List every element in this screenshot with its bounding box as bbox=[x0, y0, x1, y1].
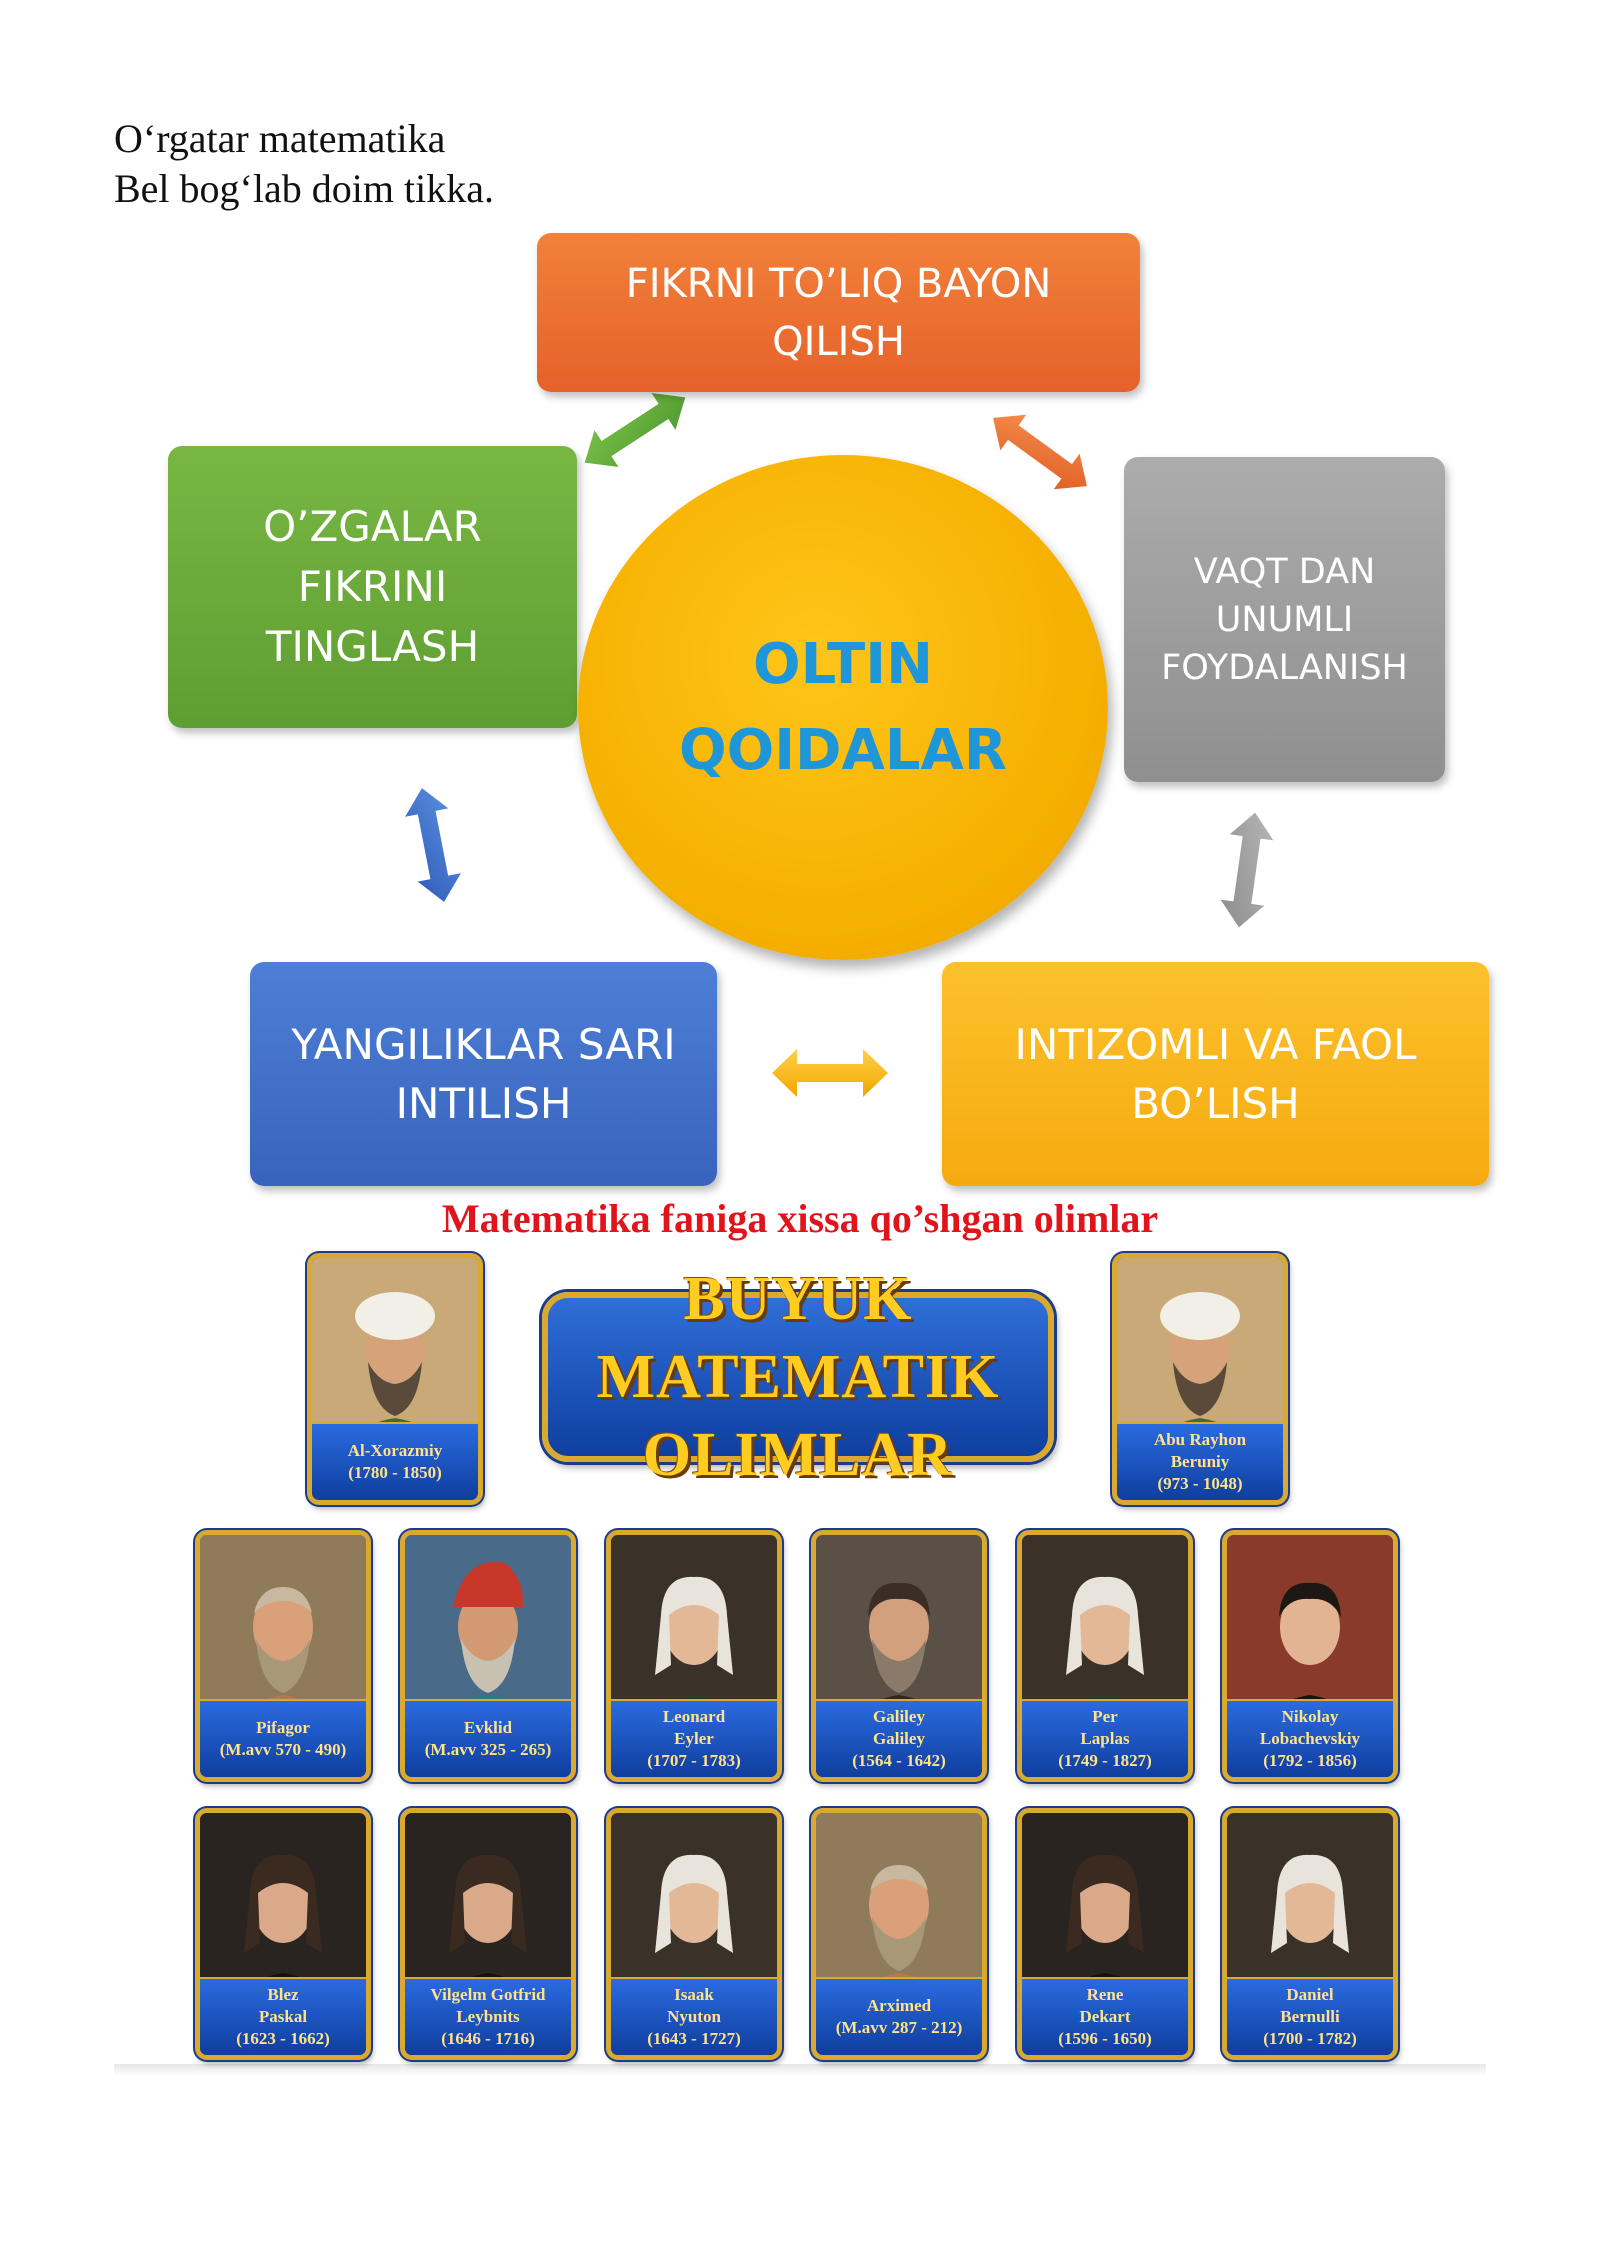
scientist-caption: Evklid (M.avv 325 - 265) bbox=[405, 1699, 571, 1777]
scientist-name: Beruniy bbox=[1170, 1452, 1230, 1471]
arrow-top-left bbox=[584, 393, 686, 467]
scientist-caption: Pifagor (M.avv 570 - 490) bbox=[200, 1699, 366, 1777]
scientist-name: Galiley bbox=[873, 1729, 925, 1748]
scientist-card: Evklid (M.avv 325 - 265) bbox=[400, 1530, 576, 1782]
scientist-name: Dekart bbox=[1079, 2007, 1131, 2026]
scientist-card: Al-Xorazmiy (1780 - 1850) bbox=[307, 1253, 483, 1505]
scientist-name: Arximed bbox=[866, 1996, 932, 2015]
scientist-years: (1564 - 1642) bbox=[852, 1751, 946, 1770]
poem-line-1: O‘rgatar matematika bbox=[114, 116, 446, 161]
scientist-name: Isaak bbox=[674, 1985, 714, 2004]
arrow-top-right bbox=[993, 414, 1087, 490]
scientist-years: (1643 - 1727) bbox=[647, 2029, 741, 2048]
scientist-years: (M.avv 325 - 265) bbox=[424, 1740, 552, 1759]
scientist-years: (M.avv 287 - 212) bbox=[835, 2018, 963, 2037]
scientist-caption: Al-Xorazmiy (1780 - 1850) bbox=[312, 1422, 478, 1500]
rule-box-right: VAQT DAN UNUMLI FOYDALANISH bbox=[1124, 457, 1445, 782]
poem-line-2: Bel bog‘lab doim tikka. bbox=[114, 166, 494, 211]
scientist-name: Nyuton bbox=[667, 2007, 721, 2026]
arrow-left-vertical bbox=[405, 788, 461, 902]
scientist-name: Abu Rayhon bbox=[1153, 1430, 1247, 1449]
scientist-name: Eyler bbox=[674, 1729, 714, 1748]
scientist-years: (1700 - 1782) bbox=[1263, 2029, 1357, 2048]
scientist-years: (1780 - 1850) bbox=[348, 1463, 442, 1482]
scientist-card: Pifagor (M.avv 570 - 490) bbox=[195, 1530, 371, 1782]
diagram-arrows bbox=[405, 393, 1274, 1097]
poster-banner: BUYUK MATEMATIK OLIMLAR bbox=[542, 1265, 1054, 1489]
rule-box-bottom-left: YANGILIKLAR SARI INTILISH bbox=[250, 962, 717, 1186]
scientist-caption: Arximed (M.avv 287 - 212) bbox=[816, 1977, 982, 2055]
scientist-name: Paskal bbox=[258, 2007, 308, 2026]
scientist-name: Leonard bbox=[662, 1707, 726, 1726]
scientist-name: Rene bbox=[1086, 1985, 1124, 2004]
scientist-name: Evklid bbox=[463, 1718, 513, 1737]
rule-box-bottom-right: INTIZOMLI VA FAOL BO’LISH bbox=[942, 962, 1489, 1186]
scientist-name: Blez bbox=[267, 1985, 299, 2004]
scientist-name: Al-Xorazmiy bbox=[347, 1441, 443, 1460]
scientist-name: Leybnits bbox=[456, 2007, 520, 2026]
scientist-name: Bernulli bbox=[1280, 2007, 1340, 2026]
scientist-years: (1646 - 1716) bbox=[441, 2029, 535, 2048]
center-circle: OLTIN QOIDALAR bbox=[578, 455, 1108, 960]
scientist-years: (M.avv 570 - 490) bbox=[219, 1740, 347, 1759]
scientist-name: Lobachevskiy bbox=[1259, 1729, 1361, 1748]
scientist-name: Galiley bbox=[873, 1707, 925, 1726]
section-heading: Matematika faniga xissa qo’shgan olimlar bbox=[441, 1196, 1159, 1241]
rule-box-left: O’ZGALAR FIKRINI TINGLASH bbox=[168, 446, 577, 728]
scientist-years: (1623 - 1662) bbox=[236, 2029, 330, 2048]
arrow-right-vertical bbox=[1220, 812, 1274, 928]
scientist-name: Laplas bbox=[1080, 1729, 1130, 1748]
scientist-name: Vilgelm Gotfrid bbox=[430, 1985, 546, 2004]
scientist-years: (1792 - 1856) bbox=[1263, 1751, 1357, 1770]
scientist-years: (1596 - 1650) bbox=[1058, 2029, 1152, 2048]
scientist-years: (1707 - 1783) bbox=[647, 1751, 741, 1770]
scientist-name: Daniel bbox=[1286, 1985, 1334, 2004]
scientist-name: Per bbox=[1092, 1707, 1118, 1726]
rule-box-top: FIKRNI TO’LIQ BAYON QILISH bbox=[537, 233, 1140, 392]
scientist-card: Arximed (M.avv 287 - 212) bbox=[811, 1808, 987, 2060]
poster-shadow bbox=[114, 2064, 1486, 2076]
scientist-years: (973 - 1048) bbox=[1157, 1474, 1243, 1493]
poem: O‘rgatar matematika Bel bog‘lab doim tik… bbox=[114, 114, 494, 214]
scientist-years: (1749 - 1827) bbox=[1058, 1751, 1152, 1770]
scientist-name: Nikolay bbox=[1281, 1707, 1339, 1726]
scientist-name: Pifagor bbox=[256, 1718, 310, 1737]
arrow-bottom-horizontal bbox=[772, 1049, 888, 1097]
